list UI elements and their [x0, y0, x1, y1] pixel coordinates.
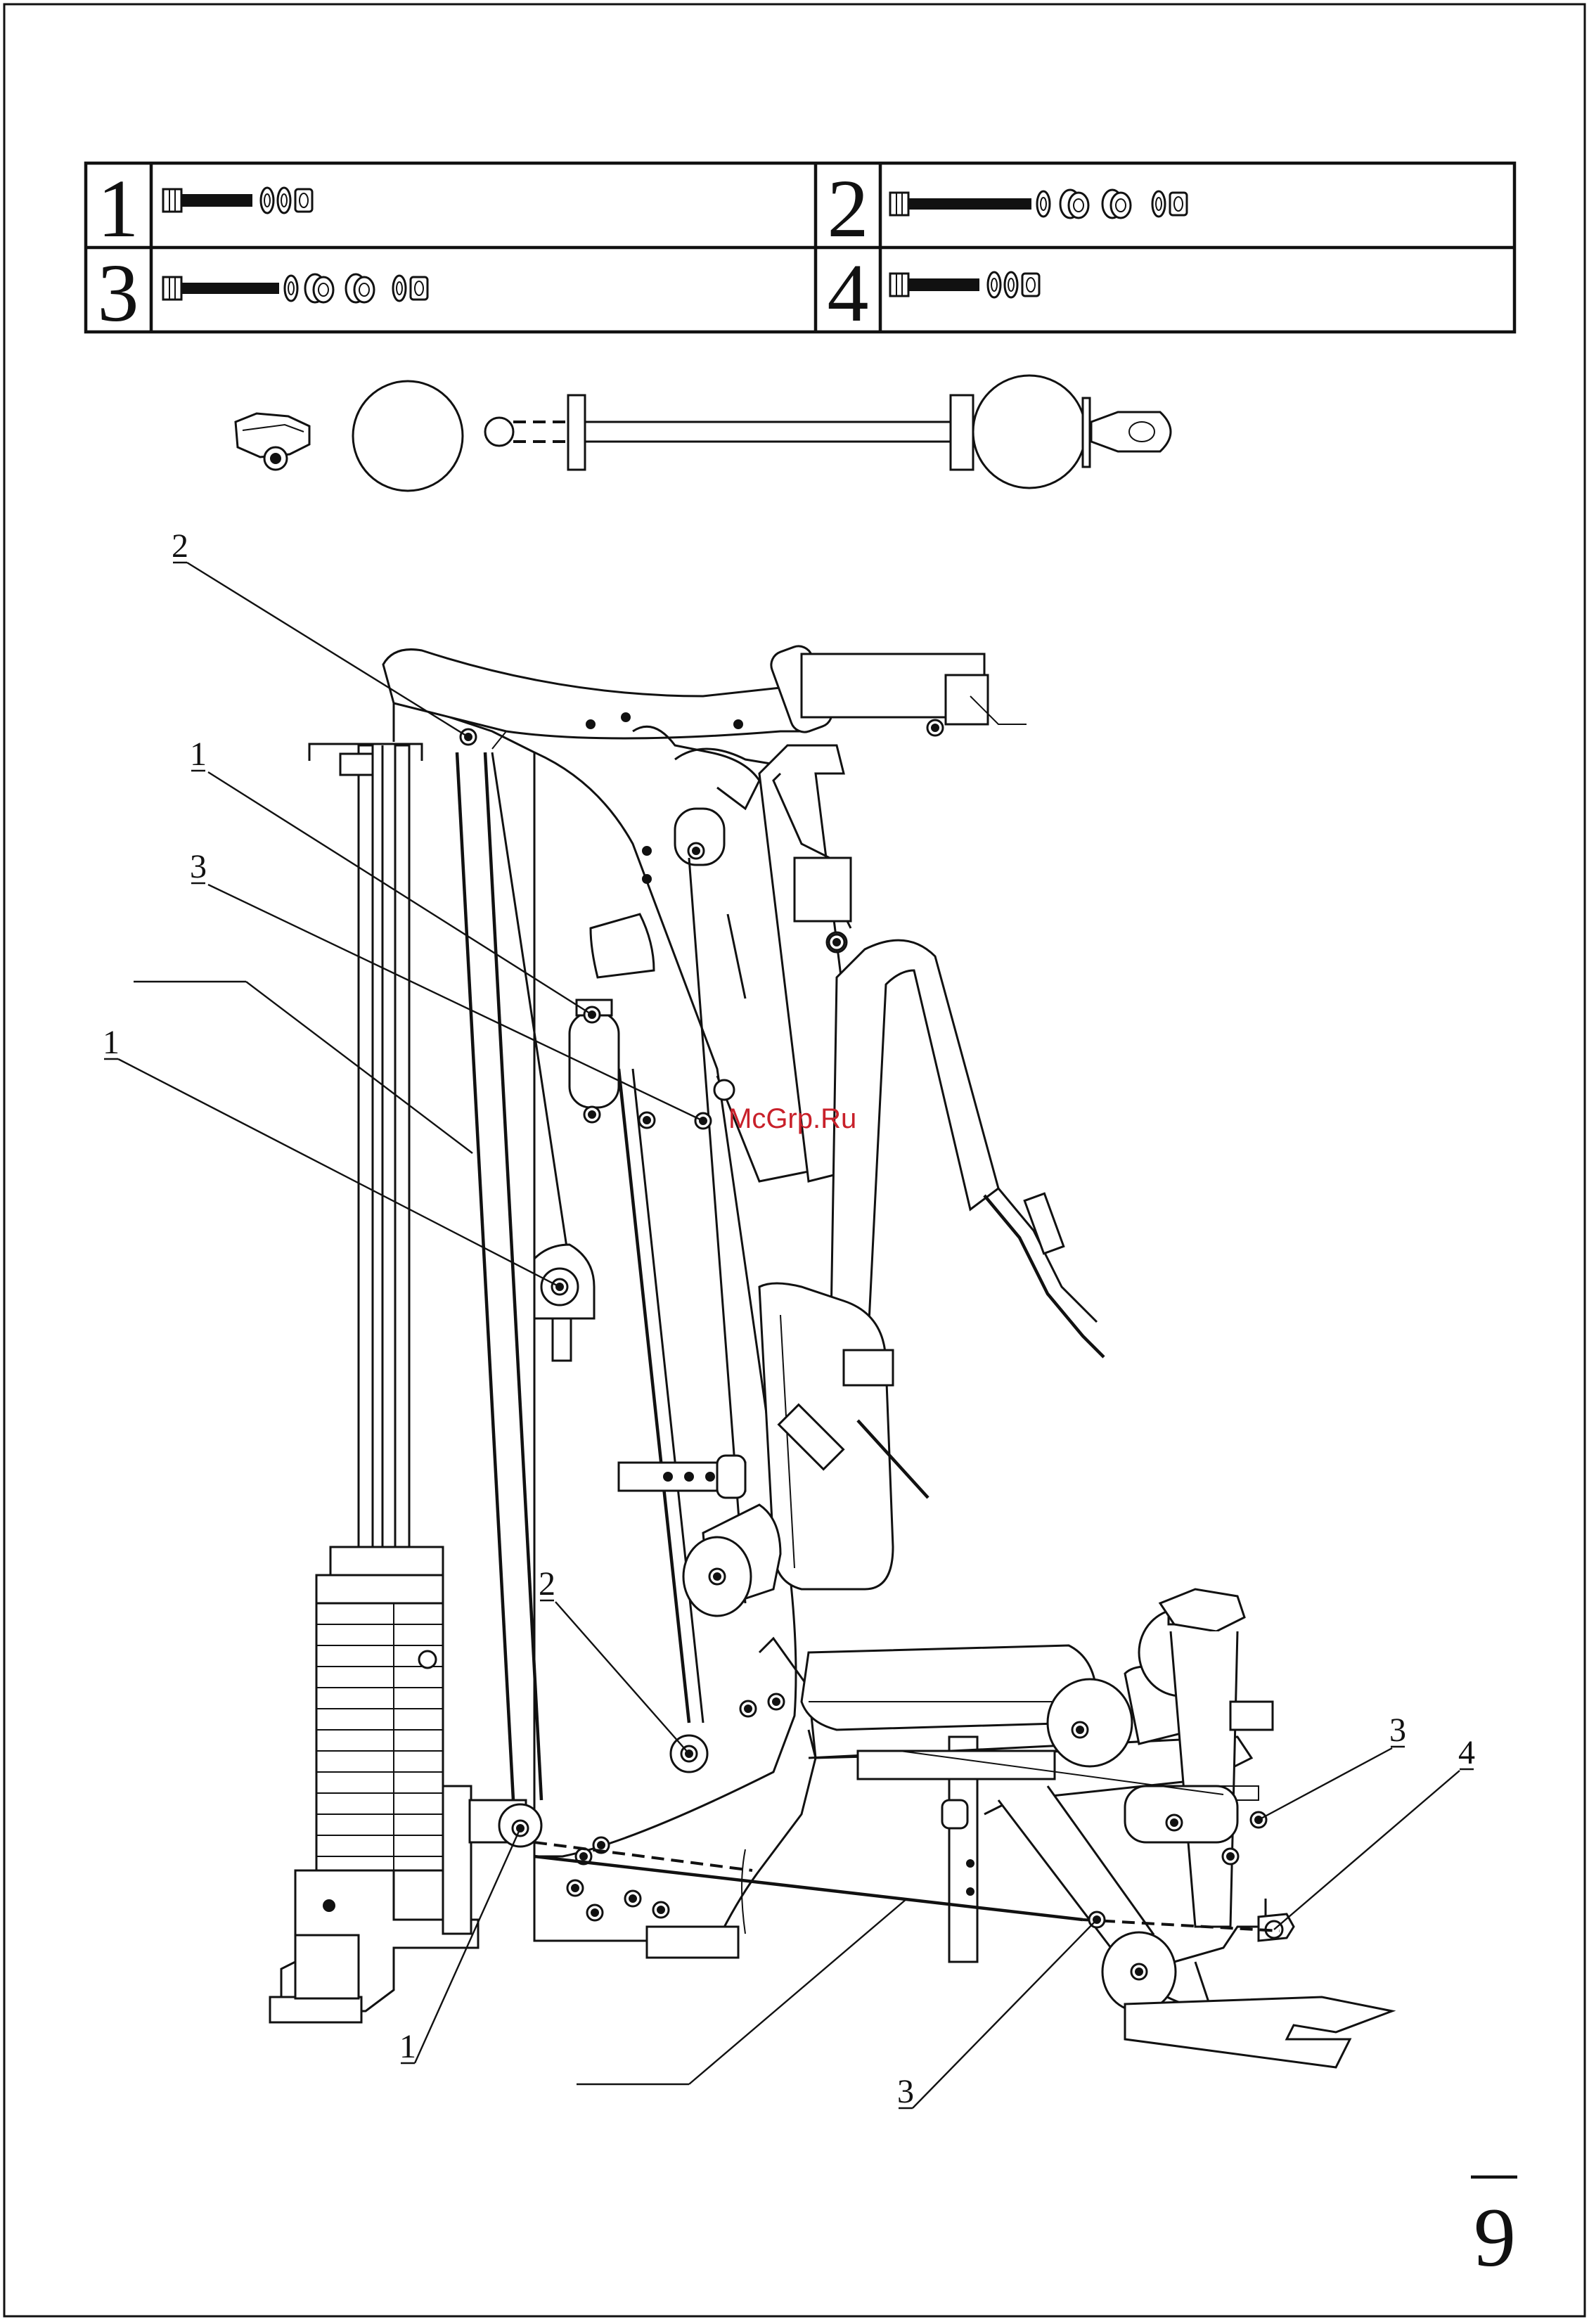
guide-rod: [395, 745, 409, 1547]
bushing-icon: [305, 274, 333, 302]
weight-stack: [316, 1547, 443, 1870]
nut-icon: [411, 277, 427, 300]
page-number: 9: [1474, 2190, 1516, 2284]
callout-label: 4: [1458, 1734, 1475, 1771]
washer-icon: [988, 272, 1001, 297]
cable-eyelet-icon: [1091, 412, 1171, 451]
hardware-number-1: 1: [98, 162, 139, 255]
callout-label: 1: [190, 736, 207, 773]
hex-bolt-icon: [163, 189, 181, 212]
cable-ball-icon: [485, 418, 513, 446]
washer-icon: [261, 188, 274, 213]
watermark: McGrp.Ru: [728, 1103, 856, 1134]
nut-icon: [295, 189, 312, 212]
front-foot-plate: [1125, 1997, 1392, 2067]
cable-ball-icon: [353, 381, 463, 491]
cable: [534, 1856, 1083, 1920]
callout-label: 1: [399, 2028, 416, 2065]
cable-ball-icon: [973, 375, 1086, 488]
hardware-set-4: [890, 272, 1039, 297]
hex-bolt-icon: [163, 277, 181, 300]
callout-label: 3: [1389, 1712, 1406, 1749]
bushing-icon: [1060, 190, 1088, 218]
arm-bracket: [794, 858, 851, 921]
hardware-set-2: [890, 190, 1187, 218]
hardware-number-4: 4: [828, 247, 869, 339]
bottom-pulley: [499, 1804, 541, 1847]
cable: [485, 752, 541, 1800]
cable: [457, 752, 513, 1800]
cable-clamp-icon: [236, 413, 309, 470]
washer-icon: [1005, 272, 1017, 297]
hex-bolt-icon: [890, 274, 908, 296]
home-gym-machine: [270, 642, 1392, 2067]
top-crossbeam: [383, 650, 809, 738]
bolt-shaft: [908, 199, 1031, 209]
bushing-icon: [1102, 190, 1131, 218]
washer-icon: [1152, 191, 1165, 217]
bolt-shaft: [181, 195, 252, 206]
page-border: [4, 4, 1585, 2316]
cable-stop: [568, 395, 585, 470]
callout-label: 2: [539, 1565, 555, 1603]
bushing-icon: [346, 274, 374, 302]
callout-label: 1: [103, 1024, 120, 1061]
hardware-set-1: [163, 188, 312, 213]
washer-icon: [278, 188, 290, 213]
bolt-shaft: [181, 283, 278, 293]
callout-label: 2: [172, 527, 188, 565]
hardware-set-3: [163, 274, 427, 302]
cable-stop: [951, 395, 973, 470]
hardware-number-3: 3: [98, 247, 139, 339]
hex-bolt-icon: [890, 193, 908, 215]
guide-rod: [359, 745, 373, 1547]
lower-floating-pulley: [534, 1245, 594, 1361]
rear-upright: [443, 1786, 471, 1934]
washer-icon: [1037, 191, 1050, 217]
callout-label: 3: [190, 848, 207, 885]
bolt-shaft: [908, 279, 979, 290]
hardware-number-2: 2: [828, 162, 869, 255]
nut-icon: [1022, 274, 1039, 296]
cable-end-detail: [236, 375, 1171, 491]
roller-pad: [1048, 1679, 1132, 1766]
cable: [619, 1069, 689, 1723]
washer-icon: [393, 276, 406, 301]
callout-label: 3: [897, 2073, 914, 2110]
hardware-table: 1 2 3 4: [86, 162, 1514, 339]
nut-icon: [1170, 193, 1187, 215]
washer-icon: [285, 276, 297, 301]
